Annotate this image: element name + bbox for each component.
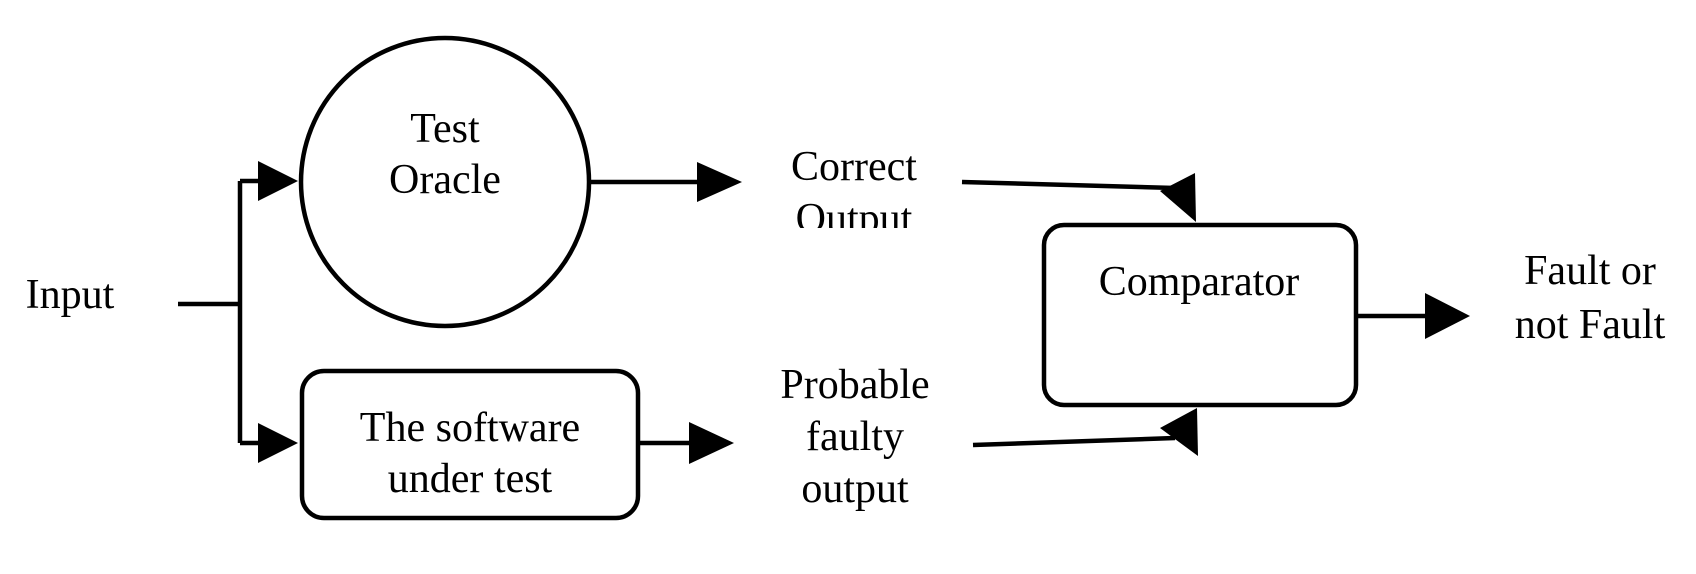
arrow-to-result xyxy=(1425,293,1470,339)
correct-to-comparator-line xyxy=(961,179,1176,191)
comparator-label: Comparator xyxy=(1099,259,1300,305)
result-label-line1: Fault or xyxy=(1524,248,1656,294)
arrow-to-correct-output xyxy=(697,162,742,202)
arrow-to-oracle xyxy=(258,161,298,201)
arrow-into-comparator-bottom xyxy=(1160,408,1198,456)
correct-output-label: Correct Output xyxy=(791,144,917,242)
faulty-output-label-line2: faulty xyxy=(806,414,904,460)
correct-output-label-line1: Correct xyxy=(791,144,917,190)
arrow-to-sut xyxy=(258,423,298,463)
faulty-output-label-line3: output xyxy=(801,466,909,512)
faulty-output-label-line1: Probable xyxy=(780,362,929,408)
software-under-test-label-line1: The software xyxy=(360,405,580,451)
software-under-test-label-line2: under test xyxy=(388,456,553,502)
arrow-into-comparator-top xyxy=(1160,173,1196,222)
input-fork-connector xyxy=(178,178,262,446)
result-label-line2: not Fault xyxy=(1515,302,1666,348)
arrow-to-faulty-output xyxy=(689,422,734,464)
test-oracle-label-line1: Test xyxy=(410,106,480,152)
test-oracle-label-line2: Oracle xyxy=(389,157,501,203)
faulty-to-comparator-line xyxy=(972,435,1176,448)
correct-output-label-line2: Output xyxy=(796,196,913,242)
software-under-test-node xyxy=(299,368,641,521)
comparator-node xyxy=(1041,222,1359,408)
input-label: Input xyxy=(26,272,115,318)
